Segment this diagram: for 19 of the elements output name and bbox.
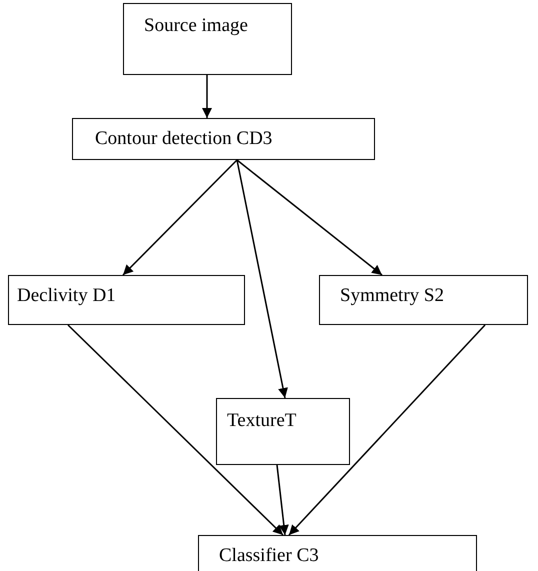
arrow [67,324,284,536]
arrow [236,160,288,398]
box-label: Contour detection CD3 [95,127,272,151]
box-label: TextureT [227,409,296,433]
arrow [122,159,238,276]
box-label: Classifier C3 [219,544,319,568]
process-box [198,535,477,571]
arrow [288,324,486,536]
process-box [216,398,350,465]
arrow [202,75,212,118]
process-box [72,118,375,160]
process-box [319,275,528,325]
process-box [123,3,292,75]
arrow [276,464,289,536]
arrow [236,159,382,276]
box-label: Declivity D1 [17,284,116,308]
process-box [8,275,245,325]
box-label: Symmetry S2 [340,284,444,308]
box-label: Source image [144,14,248,38]
